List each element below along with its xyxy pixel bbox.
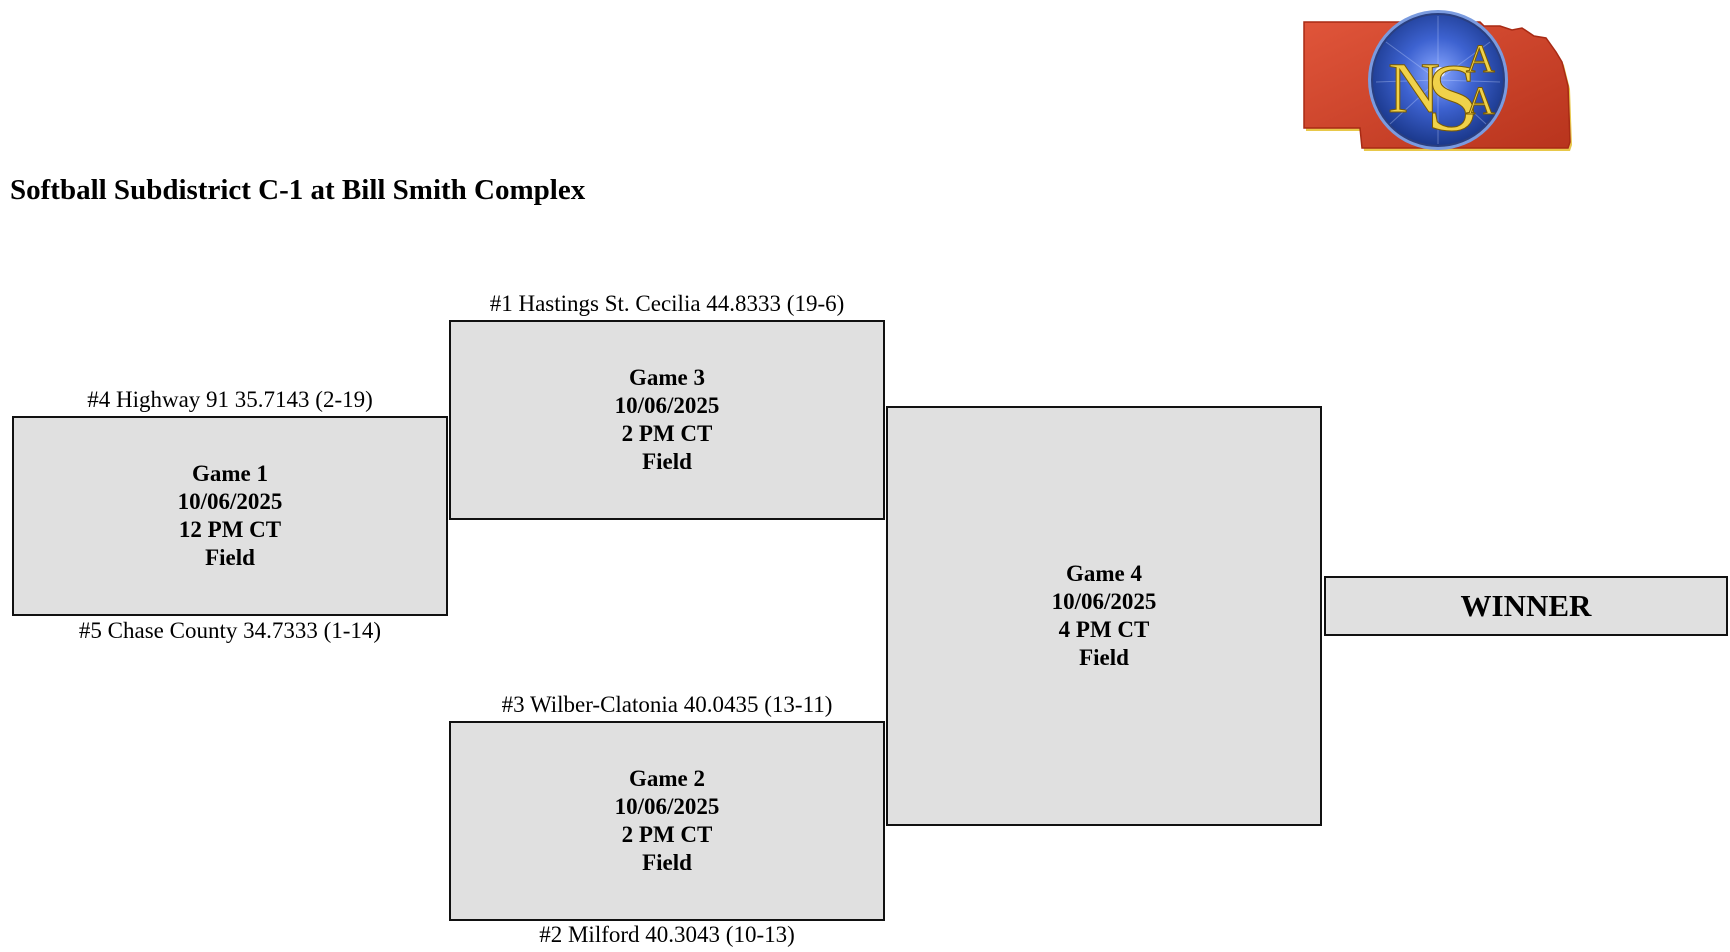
game3-location: Field xyxy=(642,449,692,474)
svg-text:S: S xyxy=(1426,44,1479,151)
svg-text:A: A xyxy=(1466,36,1495,81)
game1-box: Game 1 10/06/2025 12 PM CT Field xyxy=(12,416,448,616)
page-title: Softball Subdistrict C-1 at Bill Smith C… xyxy=(10,174,586,206)
game1-location: Field xyxy=(205,545,255,570)
game3-top-team: #1 Hastings St. Cecilia 44.8333 (19-6) xyxy=(489,291,845,316)
game2-top-team: #3 Wilber-Clatonia 40.0435 (13-11) xyxy=(501,692,833,717)
game1-name: Game 1 xyxy=(191,461,268,486)
game3-time: 2 PM CT xyxy=(621,421,713,446)
svg-text:A: A xyxy=(1466,78,1495,123)
game3-date: 10/06/2025 xyxy=(614,393,720,418)
winner-box: WINNER xyxy=(1324,576,1728,636)
game1-bottom-team: #5 Chase County 34.7333 (1-14) xyxy=(78,618,382,643)
game2-bottom-team: #2 Milford 40.3043 (10-13) xyxy=(539,922,795,947)
game3-box: Game 3 10/06/2025 2 PM CT Field xyxy=(449,320,885,520)
game4-date: 10/06/2025 xyxy=(1051,589,1157,614)
game3-name: Game 3 xyxy=(628,365,705,390)
game2-time: 2 PM CT xyxy=(621,822,713,847)
game1-date: 10/06/2025 xyxy=(177,489,283,514)
game1-time: 12 PM CT xyxy=(178,517,282,542)
game1-top-team: #4 Highway 91 35.7143 (2-19) xyxy=(87,387,373,412)
svg-text:N: N xyxy=(1388,48,1440,128)
game4-location: Field xyxy=(1079,645,1129,670)
nsaa-logo: N S A A xyxy=(1303,10,1572,152)
game2-box: Game 2 10/06/2025 2 PM CT Field xyxy=(449,721,885,921)
game2-location: Field xyxy=(642,850,692,875)
game2-date: 10/06/2025 xyxy=(614,794,720,819)
game2-name: Game 2 xyxy=(628,766,705,791)
game4-name: Game 4 xyxy=(1065,561,1142,586)
game4-box: Game 4 10/06/2025 4 PM CT Field xyxy=(886,406,1322,826)
game4-time: 4 PM CT xyxy=(1058,617,1150,642)
